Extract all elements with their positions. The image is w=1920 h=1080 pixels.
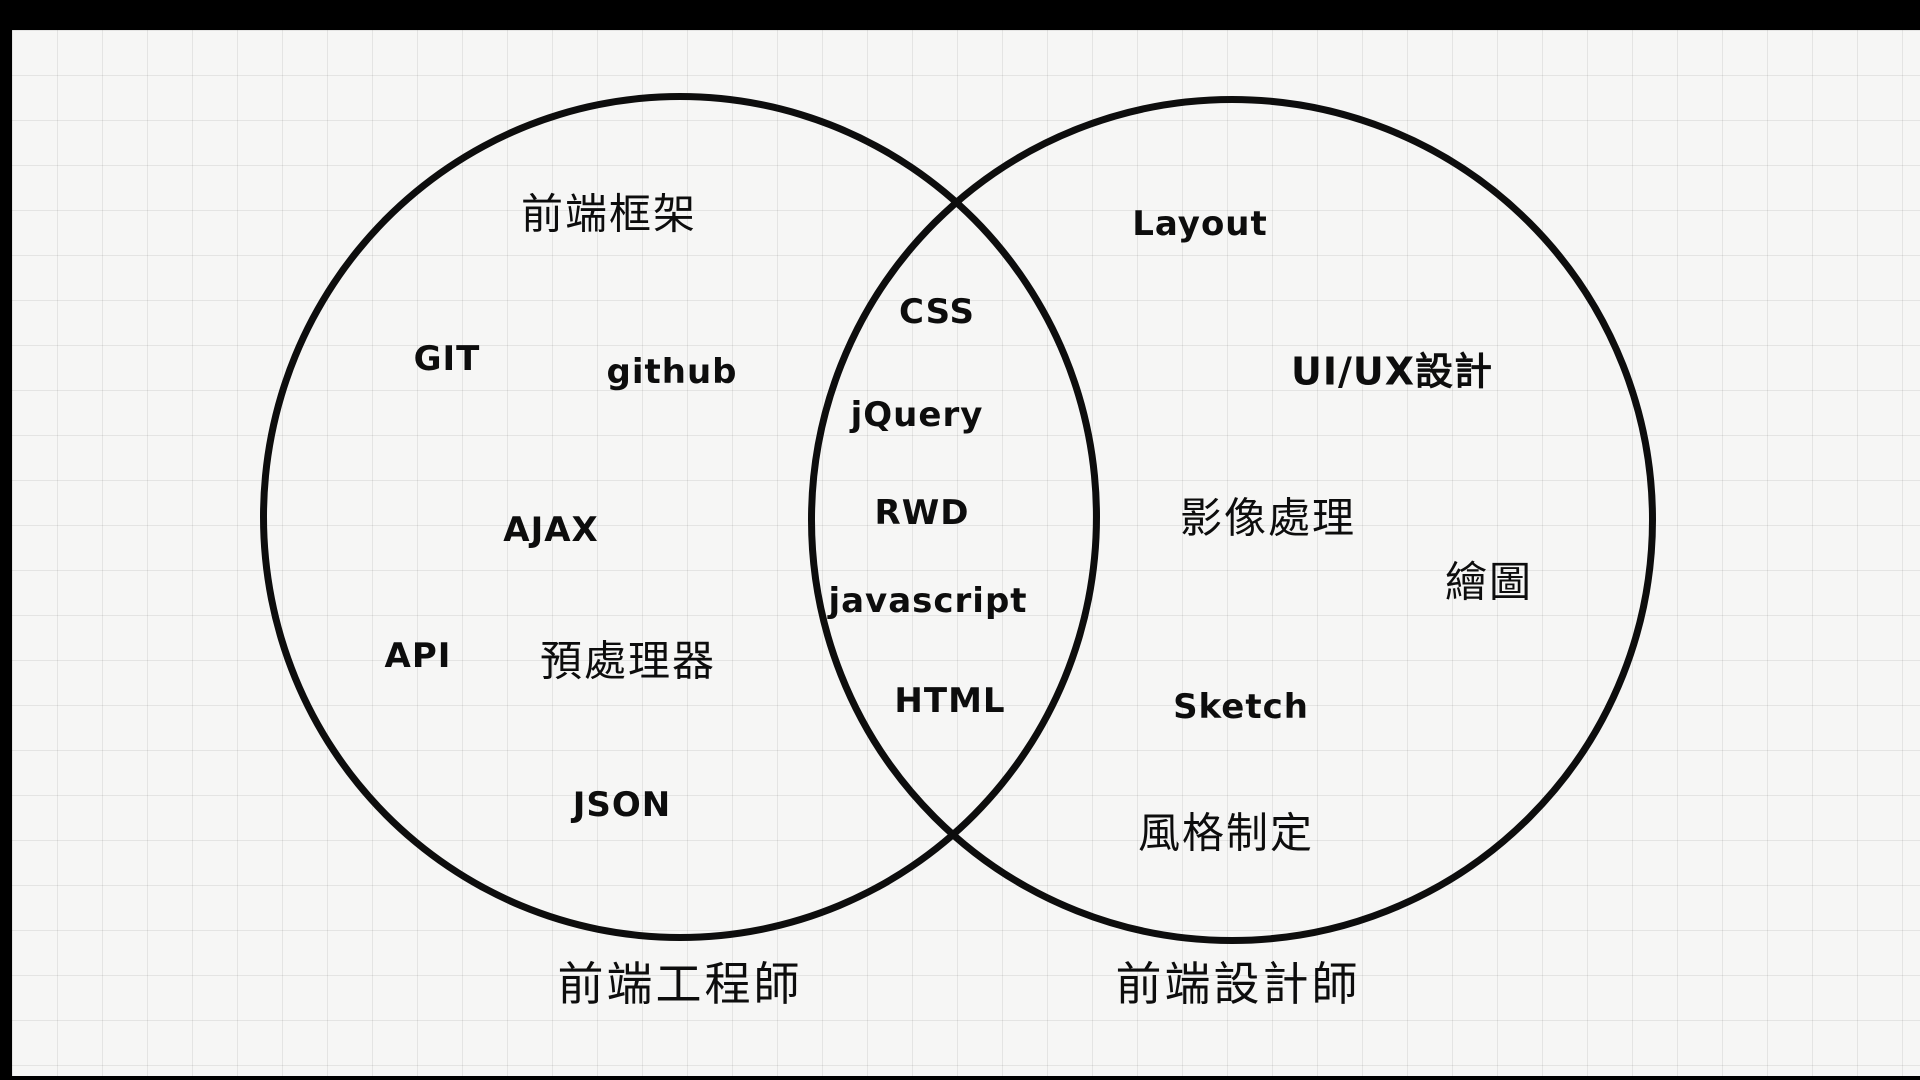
venn-item-api: API xyxy=(384,636,452,676)
venn-item-preprocessor: 預處理器 xyxy=(539,636,717,686)
venn-item-ajax: AJAX xyxy=(503,510,599,550)
venn-item-css: CSS xyxy=(898,292,976,332)
venn-item-rwd: RWD xyxy=(874,493,970,533)
venn-item-html: HTML xyxy=(894,681,1006,721)
venn-right-circle xyxy=(808,96,1656,944)
venn-item-git: GIT xyxy=(413,339,481,379)
venn-item-json: JSON xyxy=(572,785,672,825)
venn-item-frontend-framework: 前端框架 xyxy=(520,189,698,239)
venn-right-title: 前端設計師 xyxy=(1115,957,1361,1011)
venn-item-jquery: jQuery xyxy=(850,395,984,435)
venn-item-sketch: Sketch xyxy=(1173,687,1309,727)
venn-item-javascript: javascript xyxy=(828,581,1028,621)
venn-item-drawing: 繪圖 xyxy=(1444,557,1534,607)
graph-paper-background: 前端框架 GIT github AJAX API 預處理器 JSON CSS j… xyxy=(12,30,1920,1076)
venn-item-style-guide: 風格制定 xyxy=(1137,808,1315,858)
venn-left-title: 前端工程師 xyxy=(557,957,803,1011)
venn-item-image-processing: 影像處理 xyxy=(1179,493,1357,543)
venn-item-github: github xyxy=(606,352,738,392)
venn-item-layout: Layout xyxy=(1132,204,1268,244)
venn-item-uiux-design: UI/UX設計 xyxy=(1290,349,1494,394)
